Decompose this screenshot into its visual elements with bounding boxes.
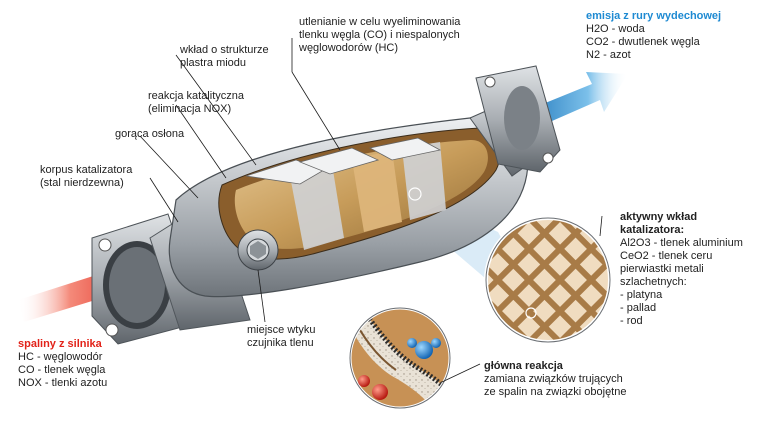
active-insert-block: aktywny wkład katalizatora: Al2O3 - tlen…	[620, 211, 743, 327]
molecule-blue-1	[415, 341, 433, 359]
label-honeycomb-insert: wkład o strukturze plastra miodu	[180, 44, 269, 69]
label-converter-body: korpus katalizatora (stal nierdzewna)	[40, 164, 133, 189]
label-hot-shield: gorąca osłona	[115, 128, 185, 140]
molecule-blue-3	[431, 338, 441, 348]
label-sensor-location: miejsce wtyku czujnika tlenu	[247, 324, 316, 349]
outlet-flange	[469, 65, 561, 177]
engine-exhaust-title: spaliny z silnika	[18, 338, 102, 350]
leader-lines	[139, 38, 603, 383]
molecule-red-1	[358, 375, 370, 387]
exhaust-emission-title: emisja z rury wydechowej	[586, 10, 722, 22]
converter-shell	[168, 116, 529, 298]
exhaust-emission-block: emisja z rury wydechowej H2O - woda CO2 …	[586, 10, 722, 61]
molecule-blue-2	[407, 338, 417, 348]
molecule-red-2	[372, 384, 388, 400]
label-oxidation: utlenianie w celu wyeliminowania tlenku …	[299, 16, 461, 54]
honeycomb-detail	[484, 216, 612, 344]
engine-exhaust-block: spaliny z silnika HC - węglowodór CO - t…	[18, 338, 108, 389]
main-reaction-block: główna reakcja zamiana związków trującyc…	[484, 360, 627, 398]
outflow-arrow	[528, 72, 628, 128]
main-reaction-title: główna reakcja	[484, 360, 563, 372]
reaction-detail	[348, 306, 452, 410]
oxygen-sensor-boss	[237, 229, 279, 271]
label-catalytic-reaction: reakcja katalityczna (eliminacja NOX)	[148, 90, 244, 115]
